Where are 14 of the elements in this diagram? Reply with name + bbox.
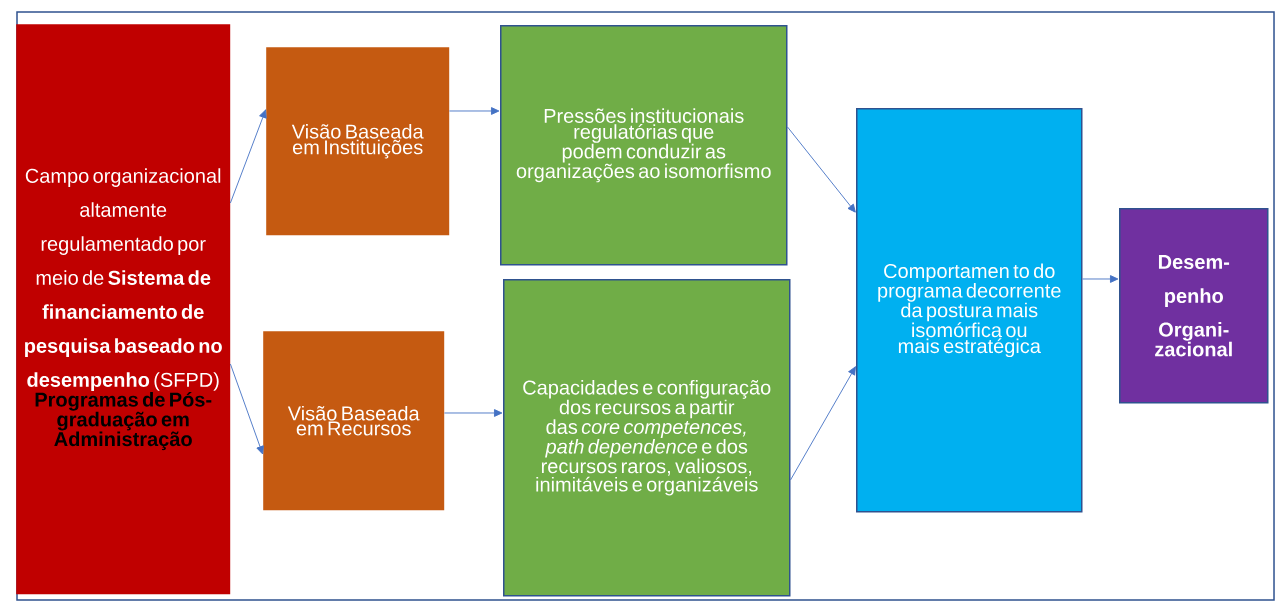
- process-box: Visão Baseada em Instituições: [266, 47, 450, 236]
- process-box: Capacidades e configuração dos recursos a partir das core competences, path dependence e dos recursos raros, valiosos, inimitáveis e organizáveis: [503, 279, 791, 597]
- process-box: Pressões institucionais regulatórias que podem conduzir as organizações ao isomorfismo: [500, 25, 788, 266]
- result-box: Desem- penho Organi- zacional: [1119, 208, 1269, 404]
- process-box: Comportamen to do programa decorrente da postura mais isomórfica ou mais estratégica: [856, 108, 1083, 513]
- arrow: [1082, 275, 1119, 283]
- arrow: [229, 363, 264, 455]
- process-box: Campo organizacional altamente regulamentado por meio de Sistema de financiamento de pesquisa baseado no desempenho (SFPD) Programas de Pós-graduação em Administração: [16, 24, 231, 595]
- arrow: [229, 109, 267, 204]
- process-box: Visão Baseada em Recursos: [263, 331, 445, 511]
- arrow: [787, 126, 856, 213]
- arrow: [443, 409, 503, 417]
- arrow: [790, 366, 856, 481]
- arrow: [448, 107, 500, 115]
